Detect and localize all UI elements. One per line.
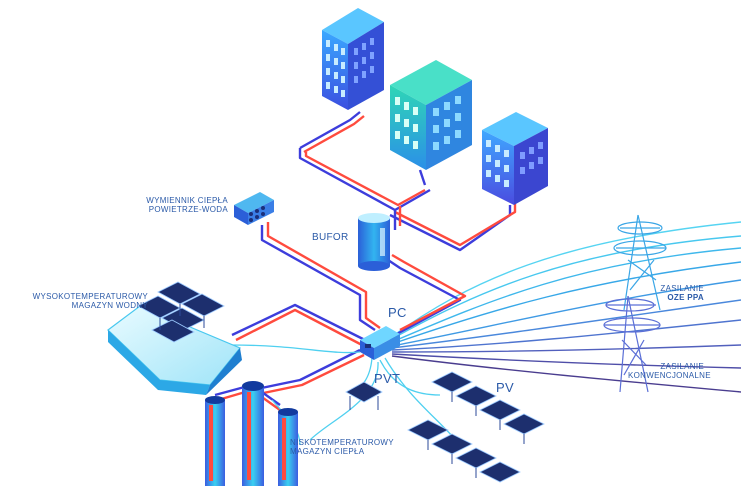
high-temp-storage-label-line1: WYSOKOTEMPERATUROWY	[32, 292, 148, 301]
high-temp-storage-icon	[107, 305, 242, 395]
low-temp-storage-label: NISKOTEMPERATUROWY MAGAZYN CIEPŁA	[290, 438, 400, 456]
low-temp-storage-icon	[205, 381, 298, 486]
power-tower-conventional	[603, 295, 661, 393]
conventional-supply-label-line1: ZASILANIE	[660, 362, 704, 371]
power-tower-ppa	[613, 214, 667, 311]
building-icon	[482, 112, 548, 205]
building-icon	[322, 8, 384, 110]
pvt-label: PVT	[374, 371, 401, 386]
conventional-supply-label: ZASILANIE KONWENCJONALNE	[628, 362, 711, 381]
building-icon	[390, 60, 472, 170]
high-temp-storage-label-line2: MAGAZYN WODNY	[71, 301, 148, 311]
low-temp-storage-label-line1: NISKOTEMPERATUROWY	[290, 438, 394, 447]
buffer-label: BUFOR	[312, 232, 349, 243]
heat-exchanger-label: WYMIENNIK CIEPŁA POWIETRZE-WODA	[120, 196, 228, 214]
heat-pump-icon	[360, 326, 400, 360]
pv-label: PV	[496, 380, 514, 395]
ppa-supply-label-line2: OZE PPA	[667, 293, 704, 303]
signal-lines	[229, 344, 461, 446]
solar-panel-icon	[407, 371, 545, 483]
heat-exchanger-label-line2: POWIETRZE-WODA	[148, 205, 228, 215]
power-cables	[389, 221, 741, 393]
ppa-supply-label: ZASILANIE OZE PPA	[640, 284, 704, 302]
pv-stands	[427, 392, 525, 478]
conventional-supply-label-line2: KONWENCJONALNE	[628, 371, 711, 381]
high-temp-storage-label: WYSOKOTEMPERATUROWY MAGAZYN WODNY	[28, 292, 148, 310]
solar-panel-icon	[137, 281, 225, 343]
ppa-supply-label-line1: ZASILANIE	[660, 284, 704, 293]
tank-icon	[358, 213, 390, 271]
heat-exchanger-icon	[234, 192, 274, 225]
heat-pump-label: PC	[388, 305, 407, 320]
solar-panel-icon	[345, 381, 383, 410]
heat-exchanger-label-line1: WYMIENNIK CIEPŁA	[146, 196, 228, 205]
low-temp-storage-label-line2: MAGAZYN CIEPŁA	[290, 447, 365, 457]
